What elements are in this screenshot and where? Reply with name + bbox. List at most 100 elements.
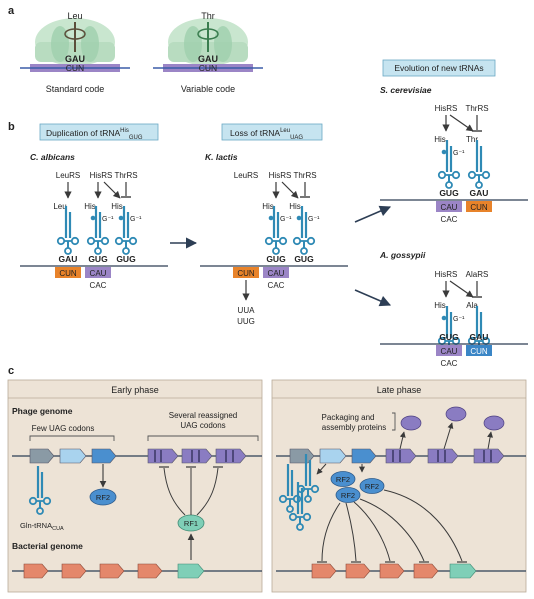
several-uag-line2: UAG codons	[180, 421, 225, 430]
k-lactis-codon-cun-label: CUN	[237, 269, 255, 278]
panel-c-label: c	[8, 365, 14, 377]
panel-a-label: a	[8, 5, 15, 17]
few-uag-label: Few UAG codons	[32, 424, 95, 433]
c-albicans-codon-cau-label: CAU	[90, 269, 107, 278]
c-albicans-codon-cac-label: CAC	[90, 281, 107, 290]
k-lactis-codon-cun	[233, 267, 259, 278]
variable-anticodon: GAU	[198, 54, 218, 64]
rf2-early-label: RF2	[96, 493, 110, 502]
s-cerevisiae-codon-cau-label: CAU	[441, 203, 458, 212]
a-gossypii-anticodon-1: GUG	[439, 332, 459, 342]
s-cerevisiae-codon-cau	[436, 201, 462, 212]
c-albicans-enzyme-leurs: LeuRS	[56, 171, 80, 180]
c-albicans-enzyme-thrrs: ThrRS	[114, 171, 137, 180]
early-phase-title: Early phase	[111, 385, 159, 395]
c-albicans-trna-his-1	[86, 204, 110, 256]
k-lactis-anticodon-1: GUG	[266, 254, 286, 264]
s-cerevisiae-species: S. cerevisiae	[380, 85, 432, 95]
a-gossypii-aa-ala: Ala	[466, 301, 478, 310]
k-lactis-enzyme-hisrs: HisRS	[269, 171, 292, 180]
k-lactis-g1-a: G⁻¹	[280, 216, 292, 223]
s-cerevisiae-enzyme-hisrs: HisRS	[435, 104, 458, 113]
packaging-line2: assembly proteins	[322, 423, 386, 432]
k-lactis-codon-cac-label: CAC	[268, 281, 285, 290]
c-albicans-trna-his-2	[114, 204, 138, 256]
variable-aa-label: Thr	[201, 11, 215, 21]
ribosome-standard	[20, 18, 130, 72]
k-lactis-trna-his-2	[292, 204, 316, 256]
a-gossypii-codon-cau-label: CAU	[441, 347, 458, 356]
k-lactis-codon-cau-label: CAU	[268, 269, 285, 278]
a-gossypii-g1: G⁻¹	[453, 316, 465, 323]
standard-aa-label: Leu	[67, 11, 82, 21]
evolution-arrow-2	[354, 205, 392, 223]
standard-code-caption: Standard code	[46, 84, 105, 94]
a-gossypii-enzyme-hisrs: HisRS	[435, 270, 458, 279]
rf2-late-3-label: RF2	[341, 491, 355, 500]
rf2-late-2-label: RF2	[365, 482, 379, 491]
k-lactis-codon-cau	[263, 267, 289, 278]
c-albicans-codon-cau	[85, 267, 111, 278]
ribosome-variable	[153, 18, 263, 72]
a-gossypii-aa-his: His	[434, 301, 446, 310]
variable-codon: CUN	[199, 63, 217, 73]
k-lactis-trna-his-1	[264, 204, 288, 256]
packaging-protein-3	[483, 415, 505, 431]
bacterial-genome-label: Bacterial genome	[12, 541, 83, 551]
k-lactis-g1-b: G⁻¹	[308, 216, 320, 223]
c-albicans-g1-b: G⁻¹	[130, 216, 142, 223]
rf2-early	[89, 488, 117, 506]
panel-b-label: b	[8, 121, 15, 133]
a-gossypii-codon-cun-label: CUN	[470, 347, 488, 356]
s-cerevisiae-codon-cun-label: CUN	[470, 203, 488, 212]
duplication-box	[39, 123, 159, 141]
variable-code-caption: Variable code	[181, 84, 235, 94]
evolution-arrow-3	[354, 289, 392, 307]
rf1-label: RF1	[184, 519, 198, 528]
s-cerevisiae-enzyme-thrrs: ThrRS	[465, 104, 488, 113]
s-cerevisiae-aa-his: His	[434, 135, 446, 144]
a-gossypii-codon-cac-label: CAC	[441, 359, 458, 368]
c-albicans-trna-leu	[56, 204, 80, 256]
k-lactis-aa-his-1: His	[262, 202, 274, 211]
standard-anticodon: GAU	[65, 54, 85, 64]
evolution-box-text: Evolution of new tRNAs	[394, 63, 483, 73]
c-albicans-anticodon-1: GAU	[59, 254, 78, 264]
packaging-protein-1	[400, 415, 422, 431]
a-gossypii-anticodon-2: GAU	[470, 332, 489, 342]
loss-box	[221, 123, 323, 141]
rf2-late-2	[359, 478, 385, 494]
s-cerevisiae-anticodon-1: GUG	[439, 188, 459, 198]
evolution-box	[382, 59, 496, 77]
s-cerevisiae-g1: G⁻¹	[453, 150, 465, 157]
early-phase-panel	[7, 379, 263, 593]
several-uag-line1: Several reassigned	[169, 411, 237, 420]
c-albicans-codon-cun-label: CUN	[59, 269, 77, 278]
k-lactis-anticodon-2: GUG	[294, 254, 314, 264]
gln-trna-label: Gln-tRNACUA	[20, 521, 64, 532]
a-gossypii-species: A. gossypii	[379, 250, 426, 260]
k-lactis-aa-his-2: His	[289, 202, 301, 211]
s-cerevisiae-trna-his	[437, 138, 461, 190]
c-albicans-aa-his-1: His	[84, 202, 96, 211]
late-phase-title: Late phase	[377, 385, 422, 395]
s-cerevisiae-anticodon-2: GAU	[470, 188, 489, 198]
c-albicans-anticodon-2: GUG	[88, 254, 108, 264]
c-albicans-anticodon-3: GUG	[116, 254, 136, 264]
a-gossypii-codon-cau	[436, 345, 462, 356]
a-gossypii-enzyme-alars: AlaRS	[466, 270, 489, 279]
rf2-late-3	[335, 487, 361, 503]
c-albicans-codon-cun	[55, 267, 81, 278]
k-lactis-species: K. lactis	[205, 152, 238, 162]
s-cerevisiae-trna-thr	[467, 138, 491, 190]
duplication-box-text: Duplication of tRNAHisGUG	[46, 128, 143, 141]
loss-box-text: Loss of tRNALeuUAG	[230, 128, 303, 141]
rf2-late-1	[330, 471, 356, 487]
k-lactis-enzyme-thrrs: ThrRS	[293, 171, 316, 180]
s-cerevisiae-codon-cac-label: CAC	[441, 215, 458, 224]
k-lactis-reassigned-uua: UUA	[238, 306, 256, 315]
c-albicans-species: C. albicans	[30, 152, 75, 162]
c-albicans-aa-his-2: His	[111, 202, 123, 211]
k-lactis-enzyme-leurs: LeuRS	[234, 171, 258, 180]
